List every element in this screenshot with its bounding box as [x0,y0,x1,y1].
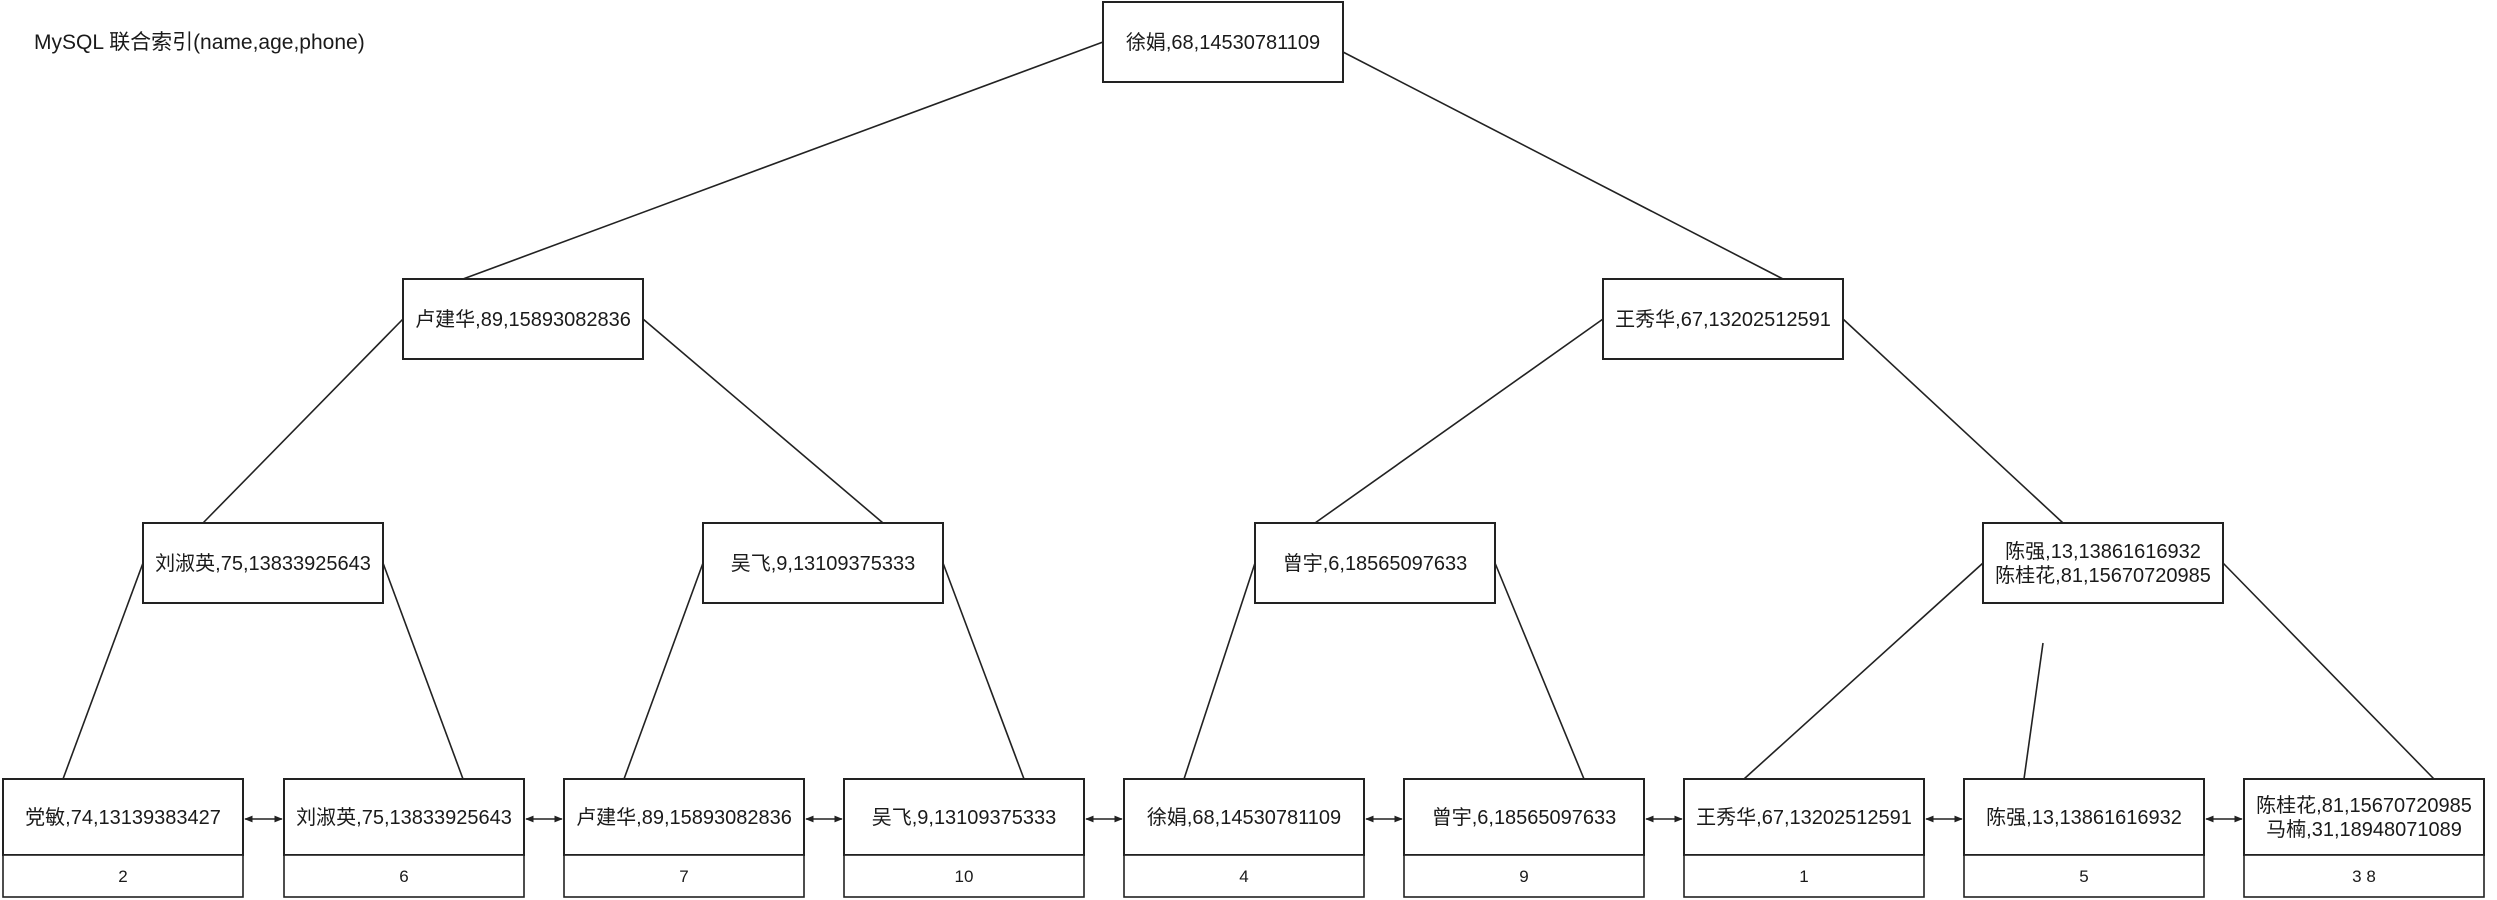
node-label: 党敏,74,13139383427 [25,806,221,829]
tree-edge [2222,562,2435,780]
tree-edge [623,562,704,780]
tree-edge [1494,562,1585,780]
node-label: 徐娟,68,14530781109 [1126,31,1320,54]
node-label: 王秀华,67,13202512591 [1615,308,1831,331]
tree-edge [1743,562,1984,780]
tree-edge [642,318,884,524]
leaf-node: 吴飞,9,13109375333 10 [843,778,1085,898]
internal-node-l2: 吴飞,9,13109375333 [702,522,944,604]
node-label: 吴飞,9,13109375333 [731,553,916,575]
leaf-row-id: 3 8 [2352,867,2376,886]
node-label: 刘淑英,75,13833925643 [155,552,371,575]
leaf-key-box-box [563,778,805,856]
leaf-row-id: 10 [955,867,974,886]
leaf-key-box: 党敏,74,13139383427 [2,778,244,856]
internal-node-l1-box [1602,278,1844,360]
leaf-id-box [2,854,244,898]
tree-edge [2023,642,2044,780]
leaf-node: 刘淑英,75,13833925643 6 [283,778,525,898]
leaf-key-box: 卢建华,89,15893082836 [563,778,805,856]
internal-node-l1-box [402,278,644,360]
leaf-row-id: 7 [679,867,688,886]
node-label: 吴飞,9,13109375333 [872,807,1057,829]
node-label: 陈强,13,13861616932 [2005,540,2201,563]
leaf-key-box-box [1403,778,1645,856]
tree-edge [62,562,144,780]
leaf-key-box-box [843,778,1085,856]
leaf-row-id: 6 [399,867,408,886]
tree-edge [1183,562,1256,780]
tree-edges [62,41,2435,780]
node-label: 曾宇,6,18565097633 [1432,806,1617,829]
leaf-node: 王秀华,67,13202512591 1 [1683,778,1925,898]
node-label: 刘淑英,75,13833925643 [296,806,512,829]
node-label: 卢建华,89,15893082836 [415,308,631,331]
diagram-title: MySQL 联合索引(name,age,phone) [34,31,365,54]
leaf-key-box: 曾宇,6,18565097633 [1403,778,1645,856]
tree-edge [1842,318,2064,524]
internal-node-l2-box [1254,522,1496,604]
leaf-key-box: 陈强,13,13861616932 [1963,778,2205,856]
leaf-node: 党敏,74,13139383427 2 [2,778,244,898]
leaf-key-box-box [2243,778,2485,856]
leaf-id-box [843,854,1085,898]
internal-node-l1: 王秀华,67,13202512591 [1602,278,1844,360]
internal-node-l2-box [142,522,384,604]
internal-node-l2-box [702,522,944,604]
tree-edge [202,318,404,524]
leaf-row-id: 2 [118,867,127,886]
node-label: 王秀华,67,13202512591 [1696,806,1912,829]
leaf-key-box-box [2,778,244,856]
leaf-key-box-box [283,778,525,856]
leaf-key-box: 刘淑英,75,13833925643 [283,778,525,856]
leaf-node: 陈强,13,13861616932 5 [1963,778,2205,898]
leaf-id-box [1403,854,1645,898]
node-label: 陈桂花,81,15670720985 [2256,794,2472,817]
leaf-node: 徐娟,68,14530781109 4 [1123,778,1365,898]
node-label: 曾宇,6,18565097633 [1283,552,1468,575]
leaf-node: 曾宇,6,18565097633 9 [1403,778,1645,898]
leaf-key-box: 王秀华,67,13202512591 [1683,778,1925,856]
leaf-id-box [1123,854,1365,898]
root-node-box [1102,1,1344,83]
leaf-key-box: 徐娟,68,14530781109 [1123,778,1365,856]
leaf-id-box [2243,854,2485,898]
node-label: 卢建华,89,15893082836 [576,806,792,829]
leaf-row-id: 5 [2079,867,2088,886]
tree-edge [942,562,1025,780]
leaf-key-box: 吴飞,9,13109375333 [843,778,1085,856]
tree-edge [1314,318,1604,524]
leaf-row-id: 4 [1239,867,1248,886]
node-label: 陈桂花,81,15670720985 [1995,564,2211,587]
node-label: 马楠,31,18948071089 [2266,818,2462,841]
internal-node-l2: 刘淑英,75,13833925643 [142,522,384,604]
leaf-node: 卢建华,89,15893082836 7 [563,778,805,898]
root-node: 徐娟,68,14530781109 [1102,1,1344,83]
leaf-id-box [563,854,805,898]
internal-node-l2: 曾宇,6,18565097633 [1254,522,1496,604]
tree-edge [462,41,1104,280]
node-label: 徐娟,68,14530781109 [1147,806,1341,829]
tree-edge [382,562,464,780]
tree-edge [1342,51,1784,280]
leaf-row-id: 9 [1519,867,1528,886]
leaf-row-id: 1 [1799,867,1808,886]
leaf-id-box [283,854,525,898]
leaf-id-box [1963,854,2205,898]
node-label: 陈强,13,13861616932 [1986,806,2182,829]
leaf-id-box [1683,854,1925,898]
internal-node-l2-box [1982,522,2224,604]
internal-node-l1: 卢建华,89,15893082836 [402,278,644,360]
